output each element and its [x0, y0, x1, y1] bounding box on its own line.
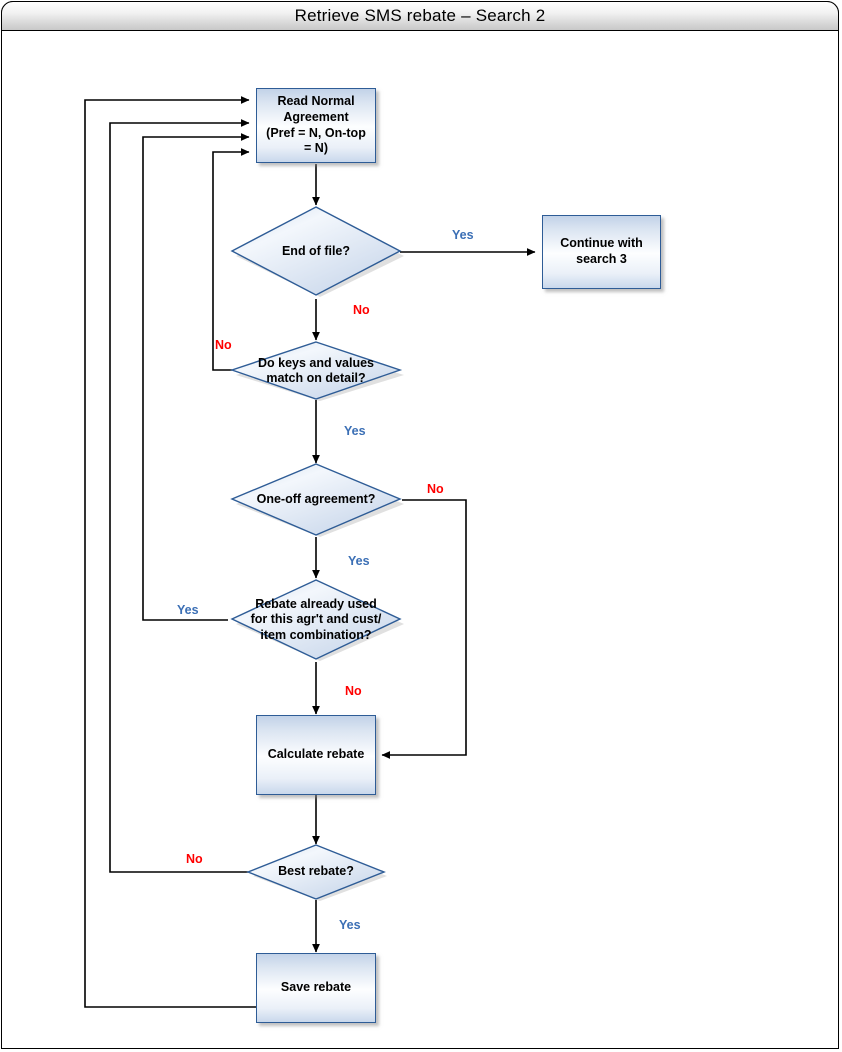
- edge-label-keys-no: No: [215, 338, 232, 352]
- window-title-bar: Retrieve SMS rebate – Search 2: [1, 1, 839, 31]
- node-calculate-rebate[interactable]: Calculate rebate: [256, 715, 376, 795]
- node-label: Best rebate?: [278, 864, 354, 879]
- node-text-line: Do keys and values: [257, 355, 375, 370]
- node-continue-with-search-3[interactable]: Continue with search 3: [542, 215, 661, 289]
- node-text-line: item combination?: [260, 627, 372, 642]
- node-rebate-already-used[interactable]: Rebate already used for this agr't and c…: [228, 578, 404, 662]
- node-keys-values-match[interactable]: Do keys and values match on detail?: [228, 340, 404, 402]
- node-label: Do keys and values match on detail?: [258, 356, 374, 387]
- edge-label-eof-no: No: [353, 303, 370, 317]
- node-read-normal-agreement[interactable]: Read Normal Agreement (Pref = N, On-top …: [256, 88, 376, 163]
- node-text-line: (Pref = N, On-top: [266, 125, 366, 140]
- edge-label-oneoff-yes: Yes: [348, 554, 370, 568]
- decision-diamond-shape: [230, 206, 404, 297]
- window-title: Retrieve SMS rebate – Search 2: [294, 6, 546, 25]
- node-label: Calculate rebate: [267, 747, 365, 762]
- node-text-line: = N): [304, 141, 328, 156]
- decision-diamond-shape: [230, 463, 404, 537]
- node-save-rebate[interactable]: Save rebate: [256, 953, 376, 1023]
- node-best-rebate[interactable]: Best rebate?: [245, 843, 387, 901]
- node-text-line: Rebate already used: [255, 597, 377, 612]
- edge-label-eof-yes: Yes: [452, 228, 474, 242]
- edge-label-best-yes: Yes: [339, 918, 361, 932]
- node-text-line: Read Normal: [277, 94, 355, 109]
- node-text-line: match on detail?: [266, 371, 366, 385]
- decision-diamond-shape: [229, 341, 404, 401]
- edge-label-used-no: No: [345, 684, 362, 698]
- edge-label-keys-yes: Yes: [344, 424, 366, 438]
- node-text-line: for this agr't and cust/: [250, 612, 382, 627]
- node-label: End of file?: [281, 244, 351, 259]
- node-text-line: Continue with: [560, 236, 643, 251]
- decision-diamond-shape: [230, 579, 404, 661]
- node-text-line: Agreement: [283, 109, 349, 124]
- edge-label-used-yes: Yes: [177, 603, 199, 617]
- node-end-of-file[interactable]: End of file?: [228, 204, 404, 300]
- node-one-off-agreement[interactable]: One-off agreement?: [228, 462, 404, 538]
- edge-label-best-no: No: [186, 852, 203, 866]
- edge-label-oneoff-no: No: [427, 482, 444, 496]
- node-label: Rebate already used for this agr't and c…: [251, 597, 382, 643]
- node-label: One-off agreement?: [256, 492, 376, 507]
- node-text-line: search 3: [576, 252, 627, 266]
- node-label: Save rebate: [280, 980, 352, 995]
- decision-diamond-shape: [246, 844, 387, 901]
